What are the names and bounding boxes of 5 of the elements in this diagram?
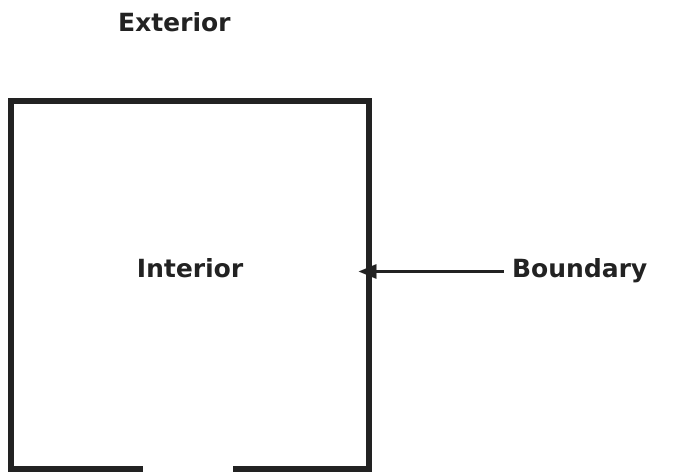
region-label: Interior (136, 254, 244, 283)
room-outline (8, 98, 372, 472)
leader-arrow (358, 264, 504, 280)
title: Exterior (118, 8, 231, 37)
callout-label: Boundary (512, 254, 648, 283)
